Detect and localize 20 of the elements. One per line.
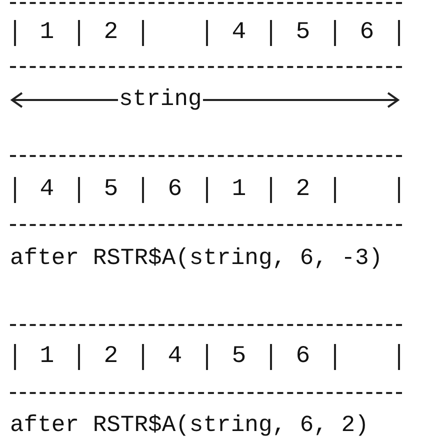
digit-cell: 6: [270, 344, 334, 370]
digit-cell: 5: [206, 344, 270, 370]
caption: after RSTR$A(string, 6, 2): [10, 412, 369, 438]
digit-cell: 1: [14, 344, 78, 370]
digit-cell: 5: [270, 20, 334, 46]
digit-cell: 4: [14, 177, 78, 203]
empty-cell: [334, 177, 400, 203]
caption: after RSTR$A(string, 6, -3): [10, 245, 383, 271]
digit-cell: 5: [78, 177, 142, 203]
empty-cell: [334, 344, 400, 370]
digit-cell: 1: [14, 20, 78, 46]
digit-cell: 2: [78, 20, 142, 46]
dimension-label: string: [118, 86, 203, 112]
digit-cell: 6: [334, 20, 400, 46]
digit-cell: 2: [78, 344, 142, 370]
digit-cell: 2: [270, 177, 334, 203]
digit-cell: 4: [142, 344, 206, 370]
digit-cell: 6: [142, 177, 206, 203]
digit-cell: 1: [206, 177, 270, 203]
digit-cell: 4: [206, 20, 270, 46]
